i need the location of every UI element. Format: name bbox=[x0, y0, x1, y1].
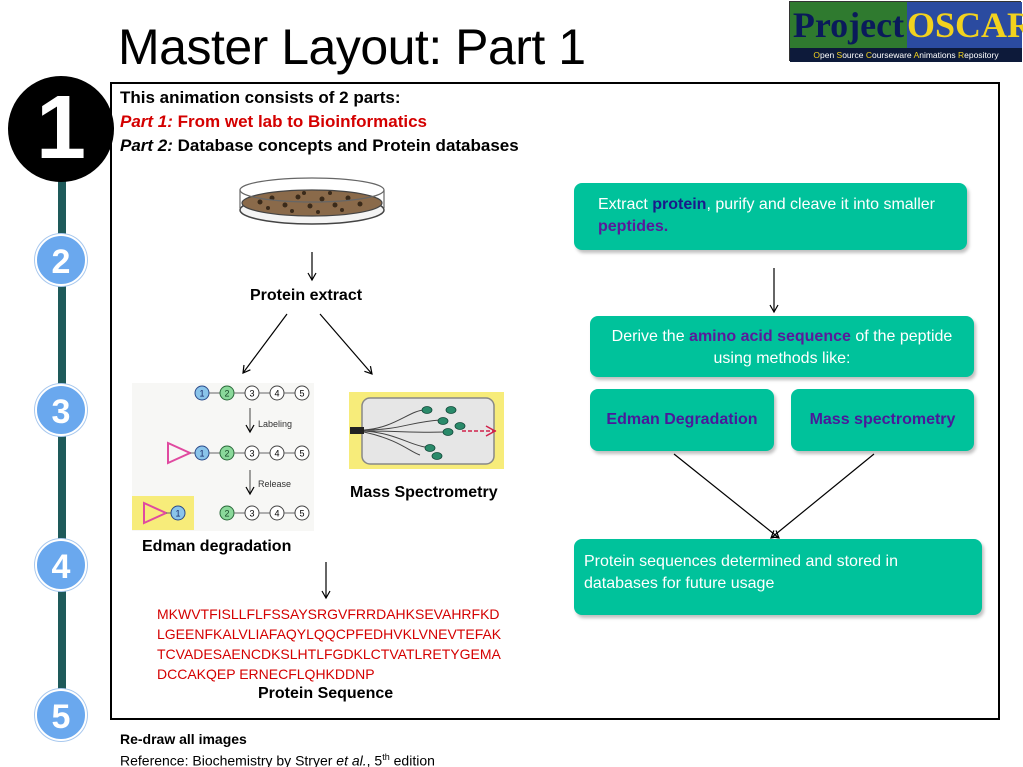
extract-protein-box: Extract protein, purify and cleave it in… bbox=[574, 183, 967, 250]
mass-spectrometry-diagram bbox=[349, 392, 504, 469]
svg-text:4: 4 bbox=[274, 509, 279, 519]
content-frame bbox=[110, 82, 1000, 720]
svg-text:1: 1 bbox=[199, 389, 204, 399]
intro-text: This animation consists of 2 parts: Part… bbox=[120, 86, 519, 158]
petri-dish-icon bbox=[239, 177, 385, 225]
svg-text:3: 3 bbox=[249, 449, 254, 459]
reference-note: Reference: Biochemistry by Stryer et al.… bbox=[120, 752, 435, 767]
step-1-badge[interactable]: 1 bbox=[8, 76, 114, 182]
intro-part2: Part 2: Database concepts and Protein da… bbox=[120, 136, 519, 155]
svg-text:4: 4 bbox=[274, 449, 279, 459]
svg-text:5: 5 bbox=[299, 449, 304, 459]
logo-subtitle: Open Source Courseware Animations Reposi… bbox=[790, 48, 1022, 62]
footer-notes: Re-draw all images Reference: Biochemist… bbox=[120, 730, 435, 767]
edman-degradation-method-box: Edman Degradation bbox=[590, 389, 774, 451]
step-3-badge[interactable]: 3 bbox=[35, 384, 87, 436]
step-5-badge[interactable]: 5 bbox=[35, 689, 87, 741]
edman-degradation-label: Edman degradation bbox=[142, 538, 292, 555]
mass-spectrometry-method-box: Mass spectrometry bbox=[791, 389, 974, 451]
redraw-note: Re-draw all images bbox=[120, 731, 247, 747]
step-timeline bbox=[58, 160, 66, 720]
step-2-badge[interactable]: 2 bbox=[35, 234, 87, 286]
intro-part1: Part 1: From wet lab to Bioinformatics bbox=[120, 112, 428, 131]
slide-title: Master Layout: Part 1 bbox=[118, 19, 586, 75]
svg-text:2: 2 bbox=[224, 389, 229, 399]
intro-heading: This animation consists of 2 parts: bbox=[120, 88, 401, 107]
svg-text:5: 5 bbox=[299, 509, 304, 519]
svg-text:2: 2 bbox=[224, 509, 229, 519]
svg-text:Labeling: Labeling bbox=[258, 419, 292, 429]
svg-text:5: 5 bbox=[299, 389, 304, 399]
svg-text:3: 3 bbox=[249, 389, 254, 399]
protein-extract-label: Protein extract bbox=[250, 287, 363, 304]
project-oscar-logo: Project OSCAR Open Source Courseware Ani… bbox=[789, 1, 1023, 62]
derive-sequence-box: Derive the amino acid sequence of the pe… bbox=[590, 316, 974, 377]
sequences-stored-box: Protein sequences determined and stored … bbox=[574, 539, 982, 615]
protein-sequence-label: Protein Sequence bbox=[258, 685, 394, 702]
svg-text:1: 1 bbox=[199, 449, 204, 459]
svg-text:4: 4 bbox=[274, 389, 279, 399]
svg-text:1: 1 bbox=[175, 509, 180, 519]
svg-text:2: 2 bbox=[224, 449, 229, 459]
logo-left-word: Project bbox=[790, 2, 907, 48]
svg-text:3: 3 bbox=[249, 509, 254, 519]
mass-spectrometry-label: Mass Spectrometry bbox=[350, 484, 498, 501]
logo-right-word: OSCAR bbox=[907, 2, 1023, 48]
step-4-badge[interactable]: 4 bbox=[35, 539, 87, 591]
svg-text:Release: Release bbox=[258, 479, 291, 489]
edman-degradation-diagram: 1 2 3 4 5 Labeling 1 2 3 4 5 Release bbox=[132, 383, 314, 531]
